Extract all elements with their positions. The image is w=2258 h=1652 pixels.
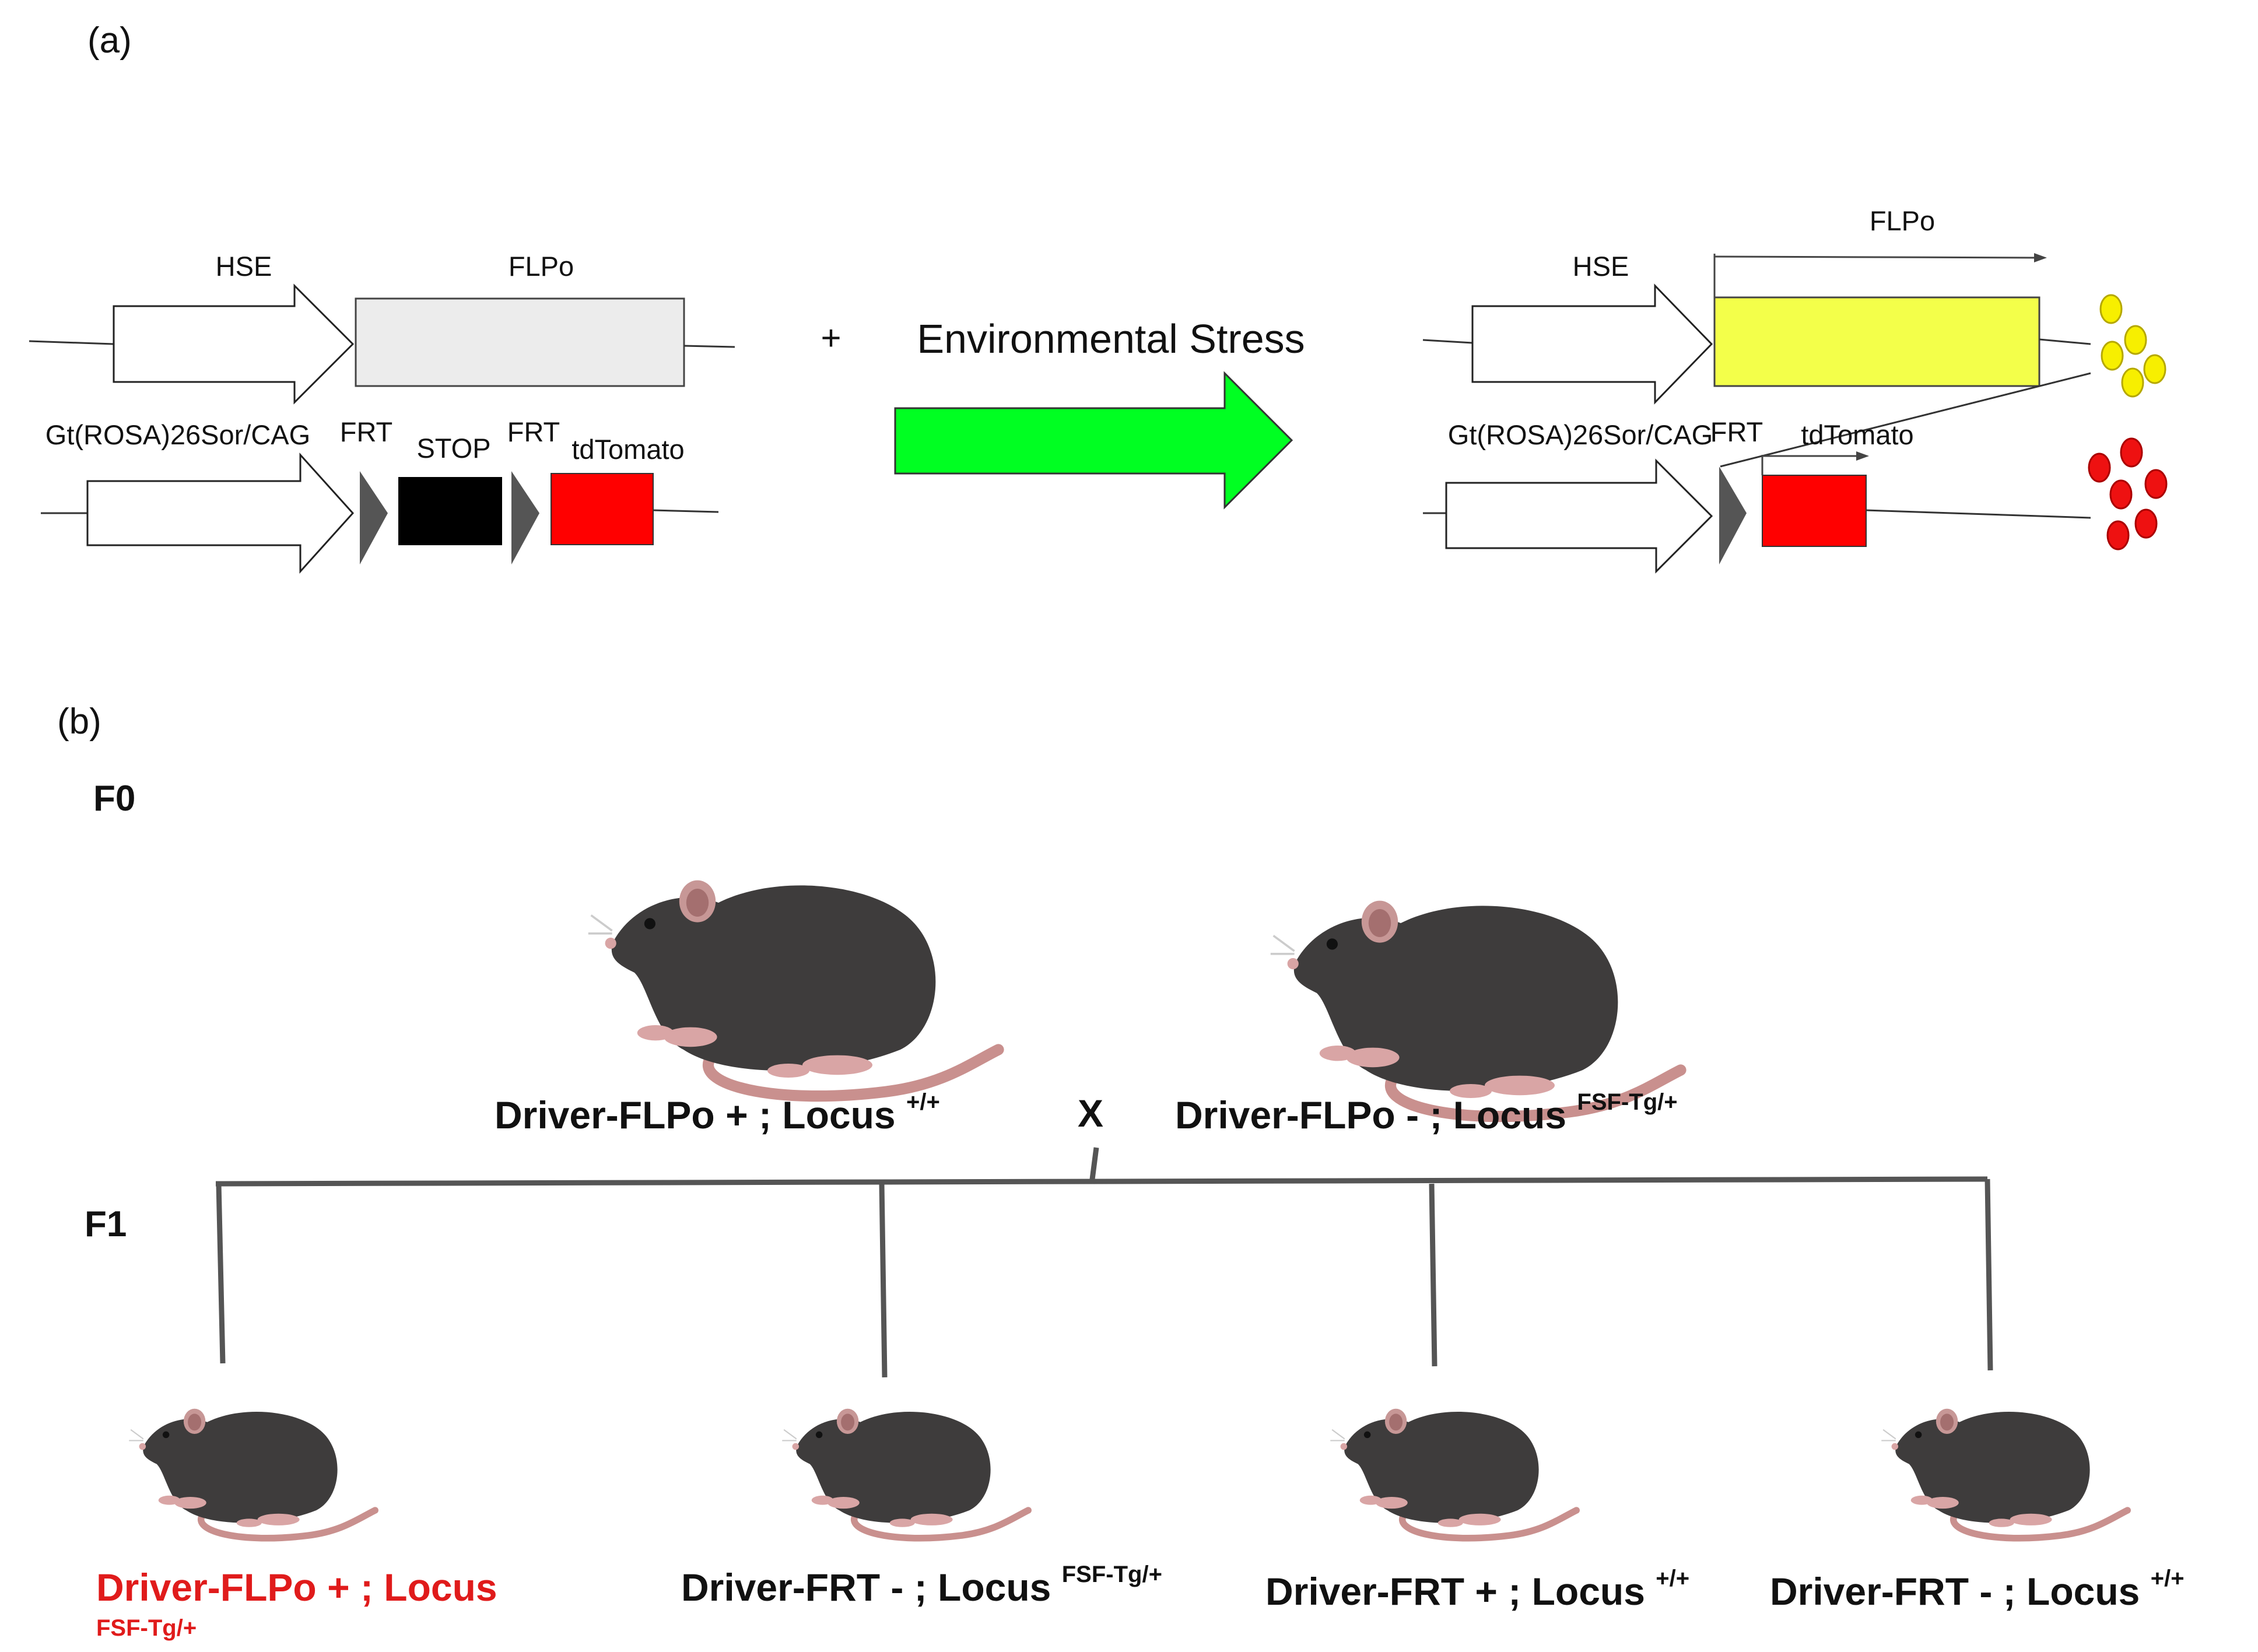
frt-site-1 — [360, 471, 388, 564]
panel-b-label: (b) — [57, 702, 101, 742]
rosa-promoter-arrow-right — [1445, 458, 1713, 574]
hse-label-right: HSE — [1573, 251, 1629, 282]
frt-label-2: FRT — [507, 416, 560, 447]
pedigree-lines — [215, 1147, 1993, 1378]
environmental-stress-arrow — [894, 371, 1293, 510]
mouse-offspring-1 — [129, 1409, 375, 1538]
frt-site-remaining — [1719, 467, 1747, 564]
hse-flpo-construct-right: HSE FLPo — [1422, 205, 2091, 468]
panel-a-label: (a) — [87, 20, 132, 61]
offspring-1-genotype: Driver-FLPo + ; Locus — [96, 1566, 497, 1609]
offspring-3-genotype: Driver-FRT + ; Locus +/+ — [1265, 1566, 1689, 1613]
mouse-offspring-4 — [1881, 1409, 2127, 1538]
flpo-label-left: FLPo — [509, 251, 574, 282]
offspring-4-genotype: Driver-FRT - ; Locus +/+ — [1770, 1566, 2185, 1613]
flpo-gene-box-active — [1713, 296, 2040, 387]
promoter-label-right: Gt(ROSA)26Sor/CAG — [1448, 419, 1713, 450]
tdtomato-box-right — [1762, 475, 1867, 547]
cross-symbol: X — [1078, 1092, 1103, 1135]
rosa-promoter-arrow — [86, 453, 355, 574]
plus-sign: + — [821, 318, 841, 357]
environmental-stress-label: Environmental Stress — [917, 316, 1305, 362]
tdtomato-label-right: tdTomato — [1801, 419, 1913, 450]
stop-cassette — [398, 477, 502, 545]
stop-label: STOP — [416, 433, 490, 464]
reporter-construct-left: Gt(ROSA)26Sor/CAG FRT STOP FRT tdTomato — [41, 416, 719, 574]
flp-protein-dots — [2099, 294, 2166, 398]
hse-promoter-arrow-right — [1471, 283, 1713, 405]
flpo-label-right: FLPo — [1870, 205, 1935, 236]
hse-label-left: HSE — [216, 251, 272, 282]
frt-site-2 — [511, 471, 539, 564]
f0-label: F0 — [93, 778, 135, 819]
mouse-parent-1 — [588, 881, 998, 1096]
offspring-1-superscript: FSF-Tg/+ — [96, 1615, 197, 1641]
hse-promoter-arrow — [113, 283, 355, 405]
reporter-construct-right: Gt(ROSA)26Sor/CAG FRT tdTomato — [1423, 416, 2091, 574]
tdtomato-box-left — [551, 473, 654, 545]
f1-label: F1 — [85, 1204, 127, 1244]
tdtomato-label-left: tdTomato — [571, 434, 684, 465]
tdtomato-protein-dots — [2088, 437, 2168, 550]
hse-flpo-construct-left: HSE FLPo — [29, 251, 735, 405]
mouse-parent-2 — [1271, 901, 1681, 1117]
flpo-gene-box — [355, 297, 685, 387]
mouse-offspring-2 — [782, 1409, 1028, 1538]
mouse-offspring-3 — [1330, 1409, 1576, 1538]
parent-2-genotype: Driver-FLPo - ; Locus FSF-Tg/+ — [1175, 1089, 1678, 1137]
frt-label-right: FRT — [1710, 416, 1763, 447]
offspring-2-genotype: Driver-FRT - ; Locus FSF-Tg/+ — [681, 1562, 1162, 1609]
promoter-label-left: Gt(ROSA)26Sor/CAG — [45, 419, 310, 450]
frt-label-1: FRT — [340, 416, 393, 447]
parent-1-genotype: Driver-FLPo + ; Locus +/+ — [495, 1089, 940, 1137]
